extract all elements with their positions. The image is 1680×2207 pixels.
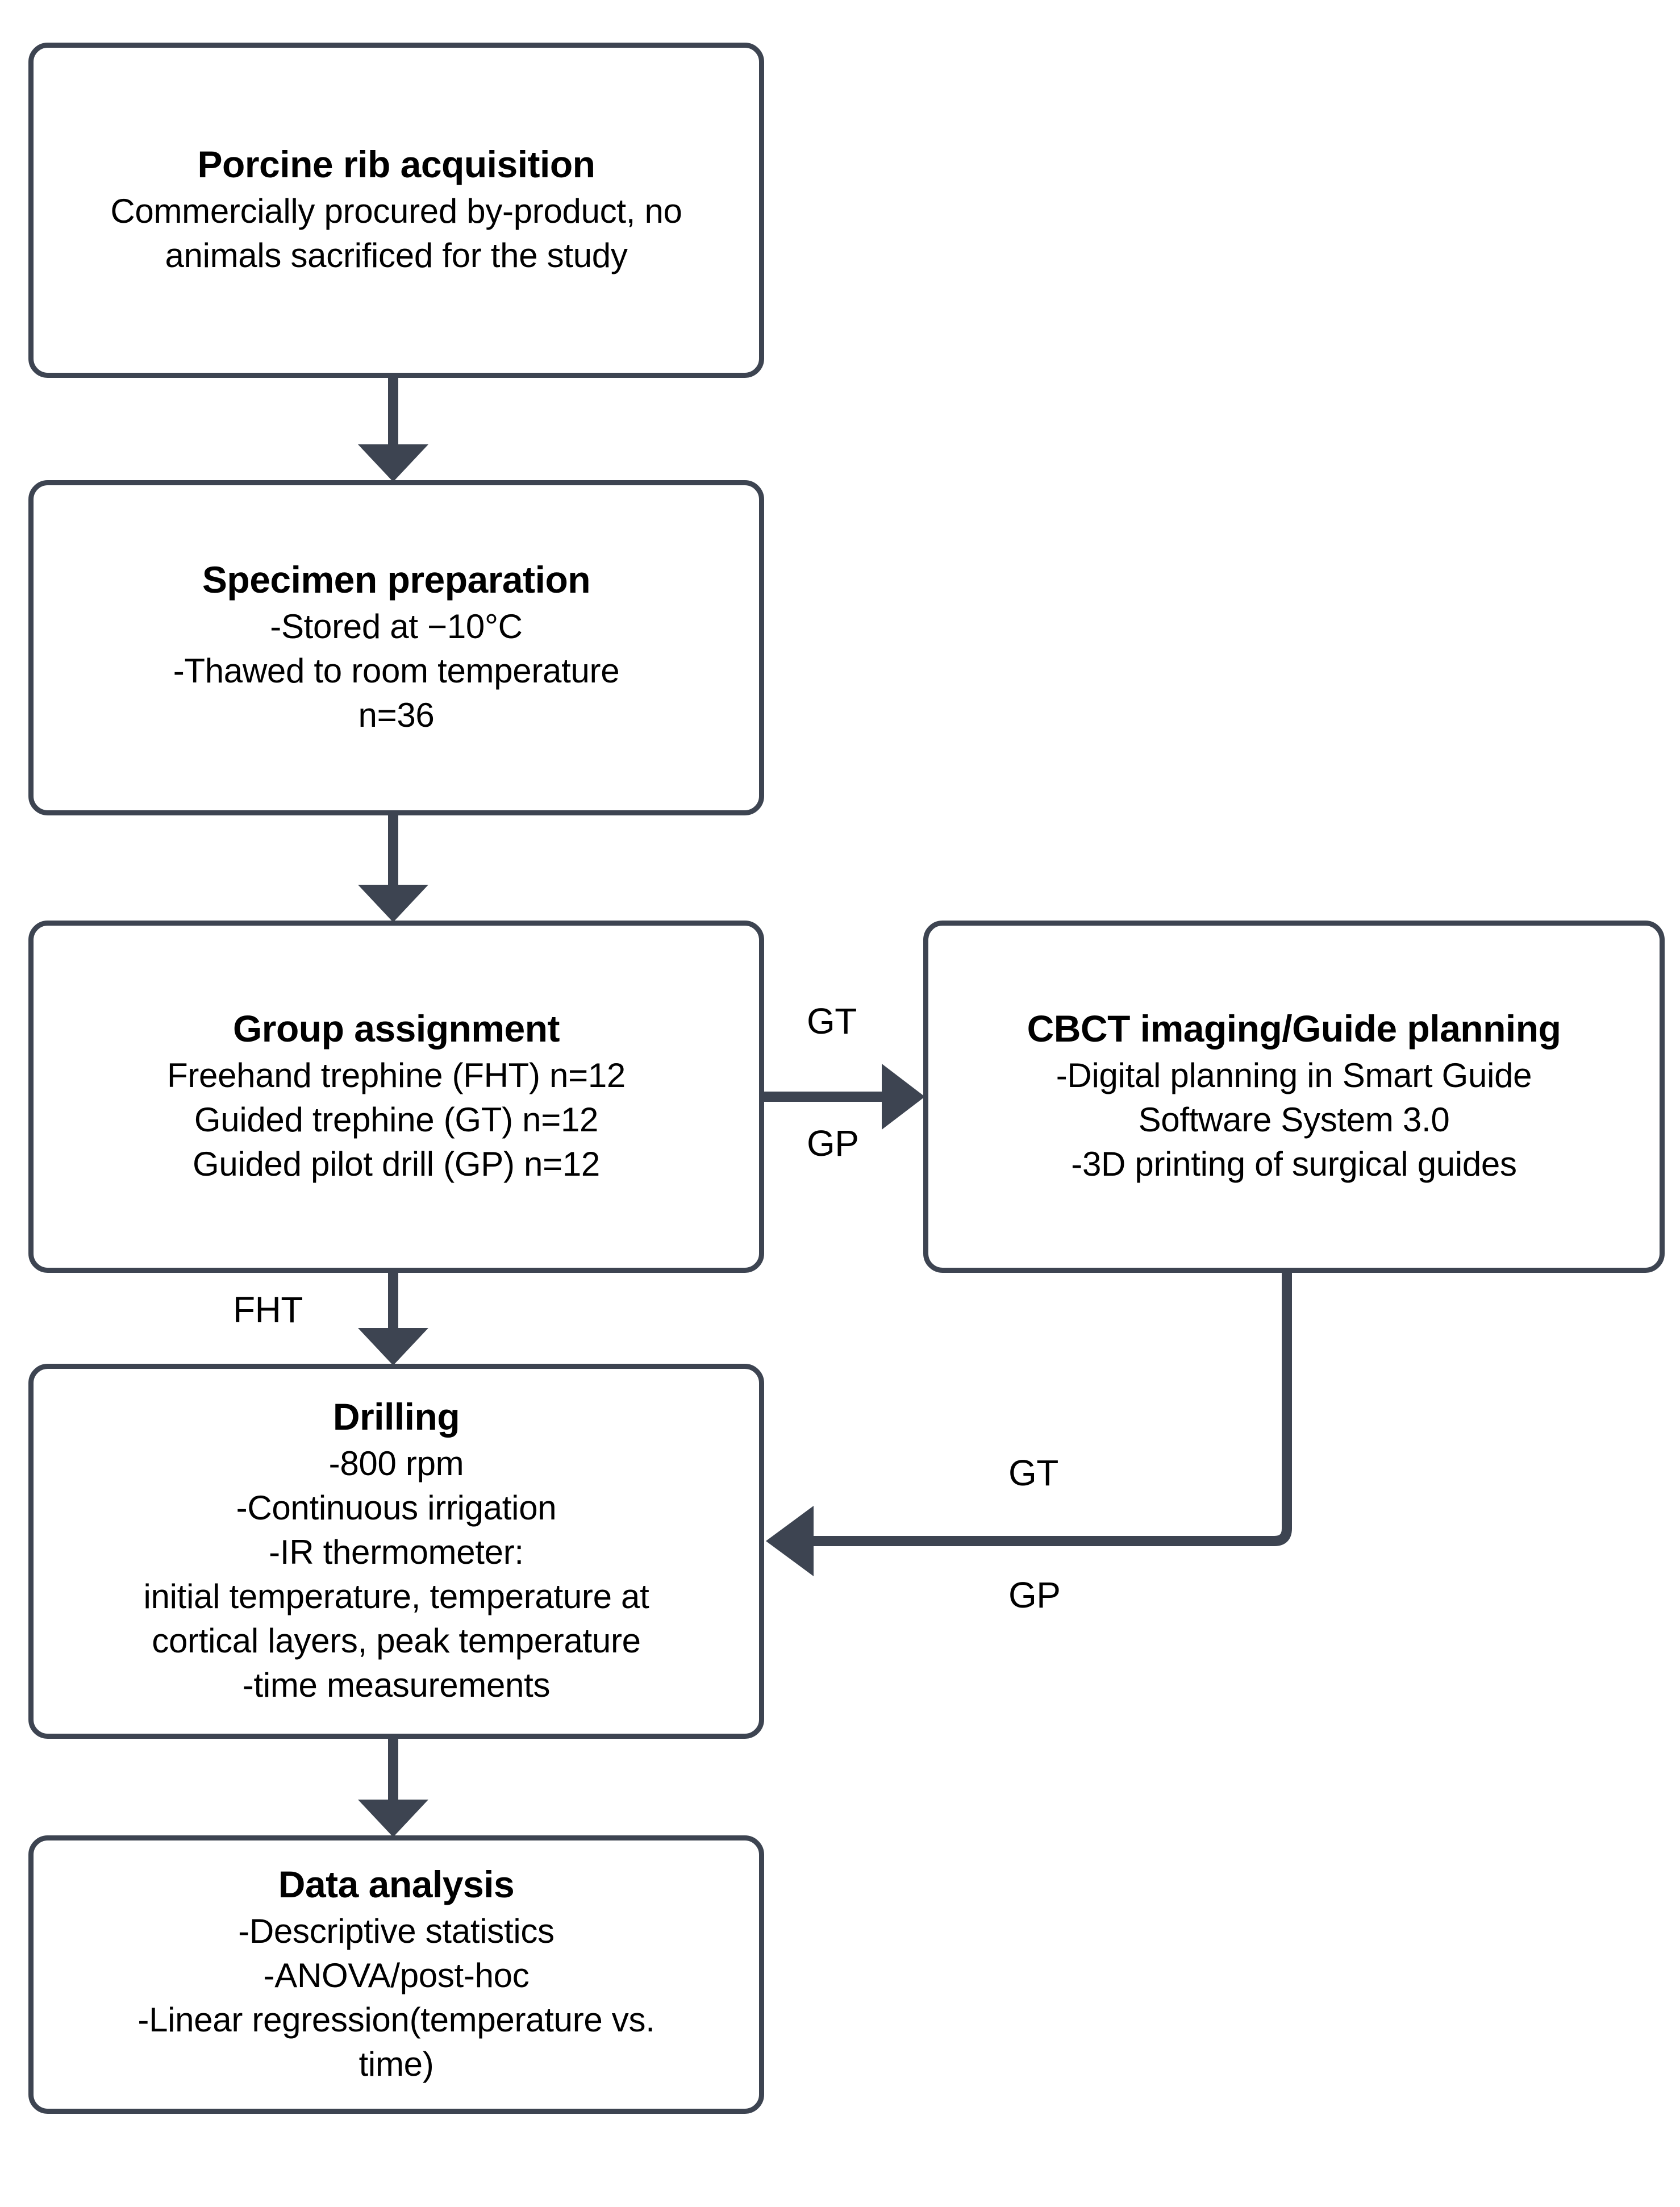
edge-acquisition-to-specimen [358, 378, 428, 482]
node-title: Data analysis [278, 1863, 515, 1906]
node-line: initial temperature, temperature at [143, 1577, 649, 1615]
node-line: -Thawed to room temperature [173, 651, 620, 690]
node-line: -Linear regression(temperature vs. [137, 2000, 655, 2039]
node-line: -Descriptive statistics [238, 1912, 555, 1950]
node-line: cortical layers, peak temperature [152, 1621, 641, 1660]
node-body: -Stored at −10°C -Thawed to room tempera… [173, 605, 620, 738]
node-data-analysis[interactable]: Data analysis -Descriptive statistics -A… [28, 1835, 764, 2114]
edge-cbct-to-drilling [766, 1273, 1292, 1576]
node-line: Freehand trephine (FHT) n=12 [166, 1056, 626, 1094]
node-body: Freehand trephine (FHT) n=12 Guided trep… [167, 1053, 626, 1186]
edge-label-gp-to-cbct: GP [807, 1123, 859, 1164]
node-title: Porcine rib acquisition [197, 143, 595, 186]
node-line: -800 rpm [328, 1444, 464, 1483]
node-porcine-rib-acquisition[interactable]: Porcine rib acquisition Commercially pro… [28, 43, 764, 378]
node-line: n=36 [358, 696, 435, 734]
node-line: -Continuous irrigation [236, 1488, 557, 1527]
node-specimen-preparation[interactable]: Specimen preparation -Stored at −10°C -T… [28, 480, 764, 815]
edge-group-to-cbct [764, 1064, 925, 1130]
node-title: Group assignment [232, 1007, 560, 1050]
node-body: Commercially procured by-product, no ani… [110, 189, 682, 278]
node-line: -IR thermometer: [269, 1533, 524, 1571]
node-line: -3D printing of surgical guides [1071, 1144, 1517, 1183]
node-body: -Descriptive statistics -ANOVA/post-hoc … [137, 1909, 655, 2087]
edge-drilling-to-analysis [358, 1739, 428, 1837]
node-line: time) [358, 2044, 434, 2083]
node-body: -800 rpm -Continuous irrigation -IR ther… [144, 1442, 649, 1708]
node-title: CBCT imaging/Guide planning [1027, 1007, 1561, 1050]
node-line: Guided trephine (GT) n=12 [194, 1100, 599, 1139]
edge-specimen-to-group [358, 815, 428, 922]
node-line: Commercially procured by-product, no [110, 191, 682, 230]
node-line: Software System 3.0 [1138, 1100, 1450, 1139]
node-line: Guided pilot drill (GP) n=12 [193, 1144, 600, 1183]
node-title: Drilling [332, 1396, 460, 1438]
node-cbct-imaging-guide-planning[interactable]: CBCT imaging/Guide planning -Digital pla… [923, 921, 1665, 1273]
node-line: -ANOVA/post-hoc [263, 1956, 530, 1994]
node-group-assignment[interactable]: Group assignment Freehand trephine (FHT)… [28, 921, 764, 1273]
edge-label-fht: FHT [233, 1289, 303, 1330]
node-title: Specimen preparation [202, 559, 591, 601]
edge-label-gp-to-drilling: GP [1008, 1575, 1061, 1615]
node-line: -Stored at −10°C [270, 607, 523, 646]
node-body: -Digital planning in Smart Guide Softwar… [1056, 1053, 1532, 1186]
edge-group-to-drilling [358, 1273, 428, 1365]
edge-label-gt-to-cbct: GT [807, 1001, 857, 1042]
edge-label-gt-to-drilling: GT [1008, 1452, 1058, 1493]
node-line: -Digital planning in Smart Guide [1056, 1056, 1532, 1094]
node-line: -time measurements [242, 1665, 551, 1704]
node-line: animals sacrificed for the study [165, 236, 628, 274]
node-drilling[interactable]: Drilling -800 rpm -Continuous irrigation… [28, 1364, 764, 1739]
